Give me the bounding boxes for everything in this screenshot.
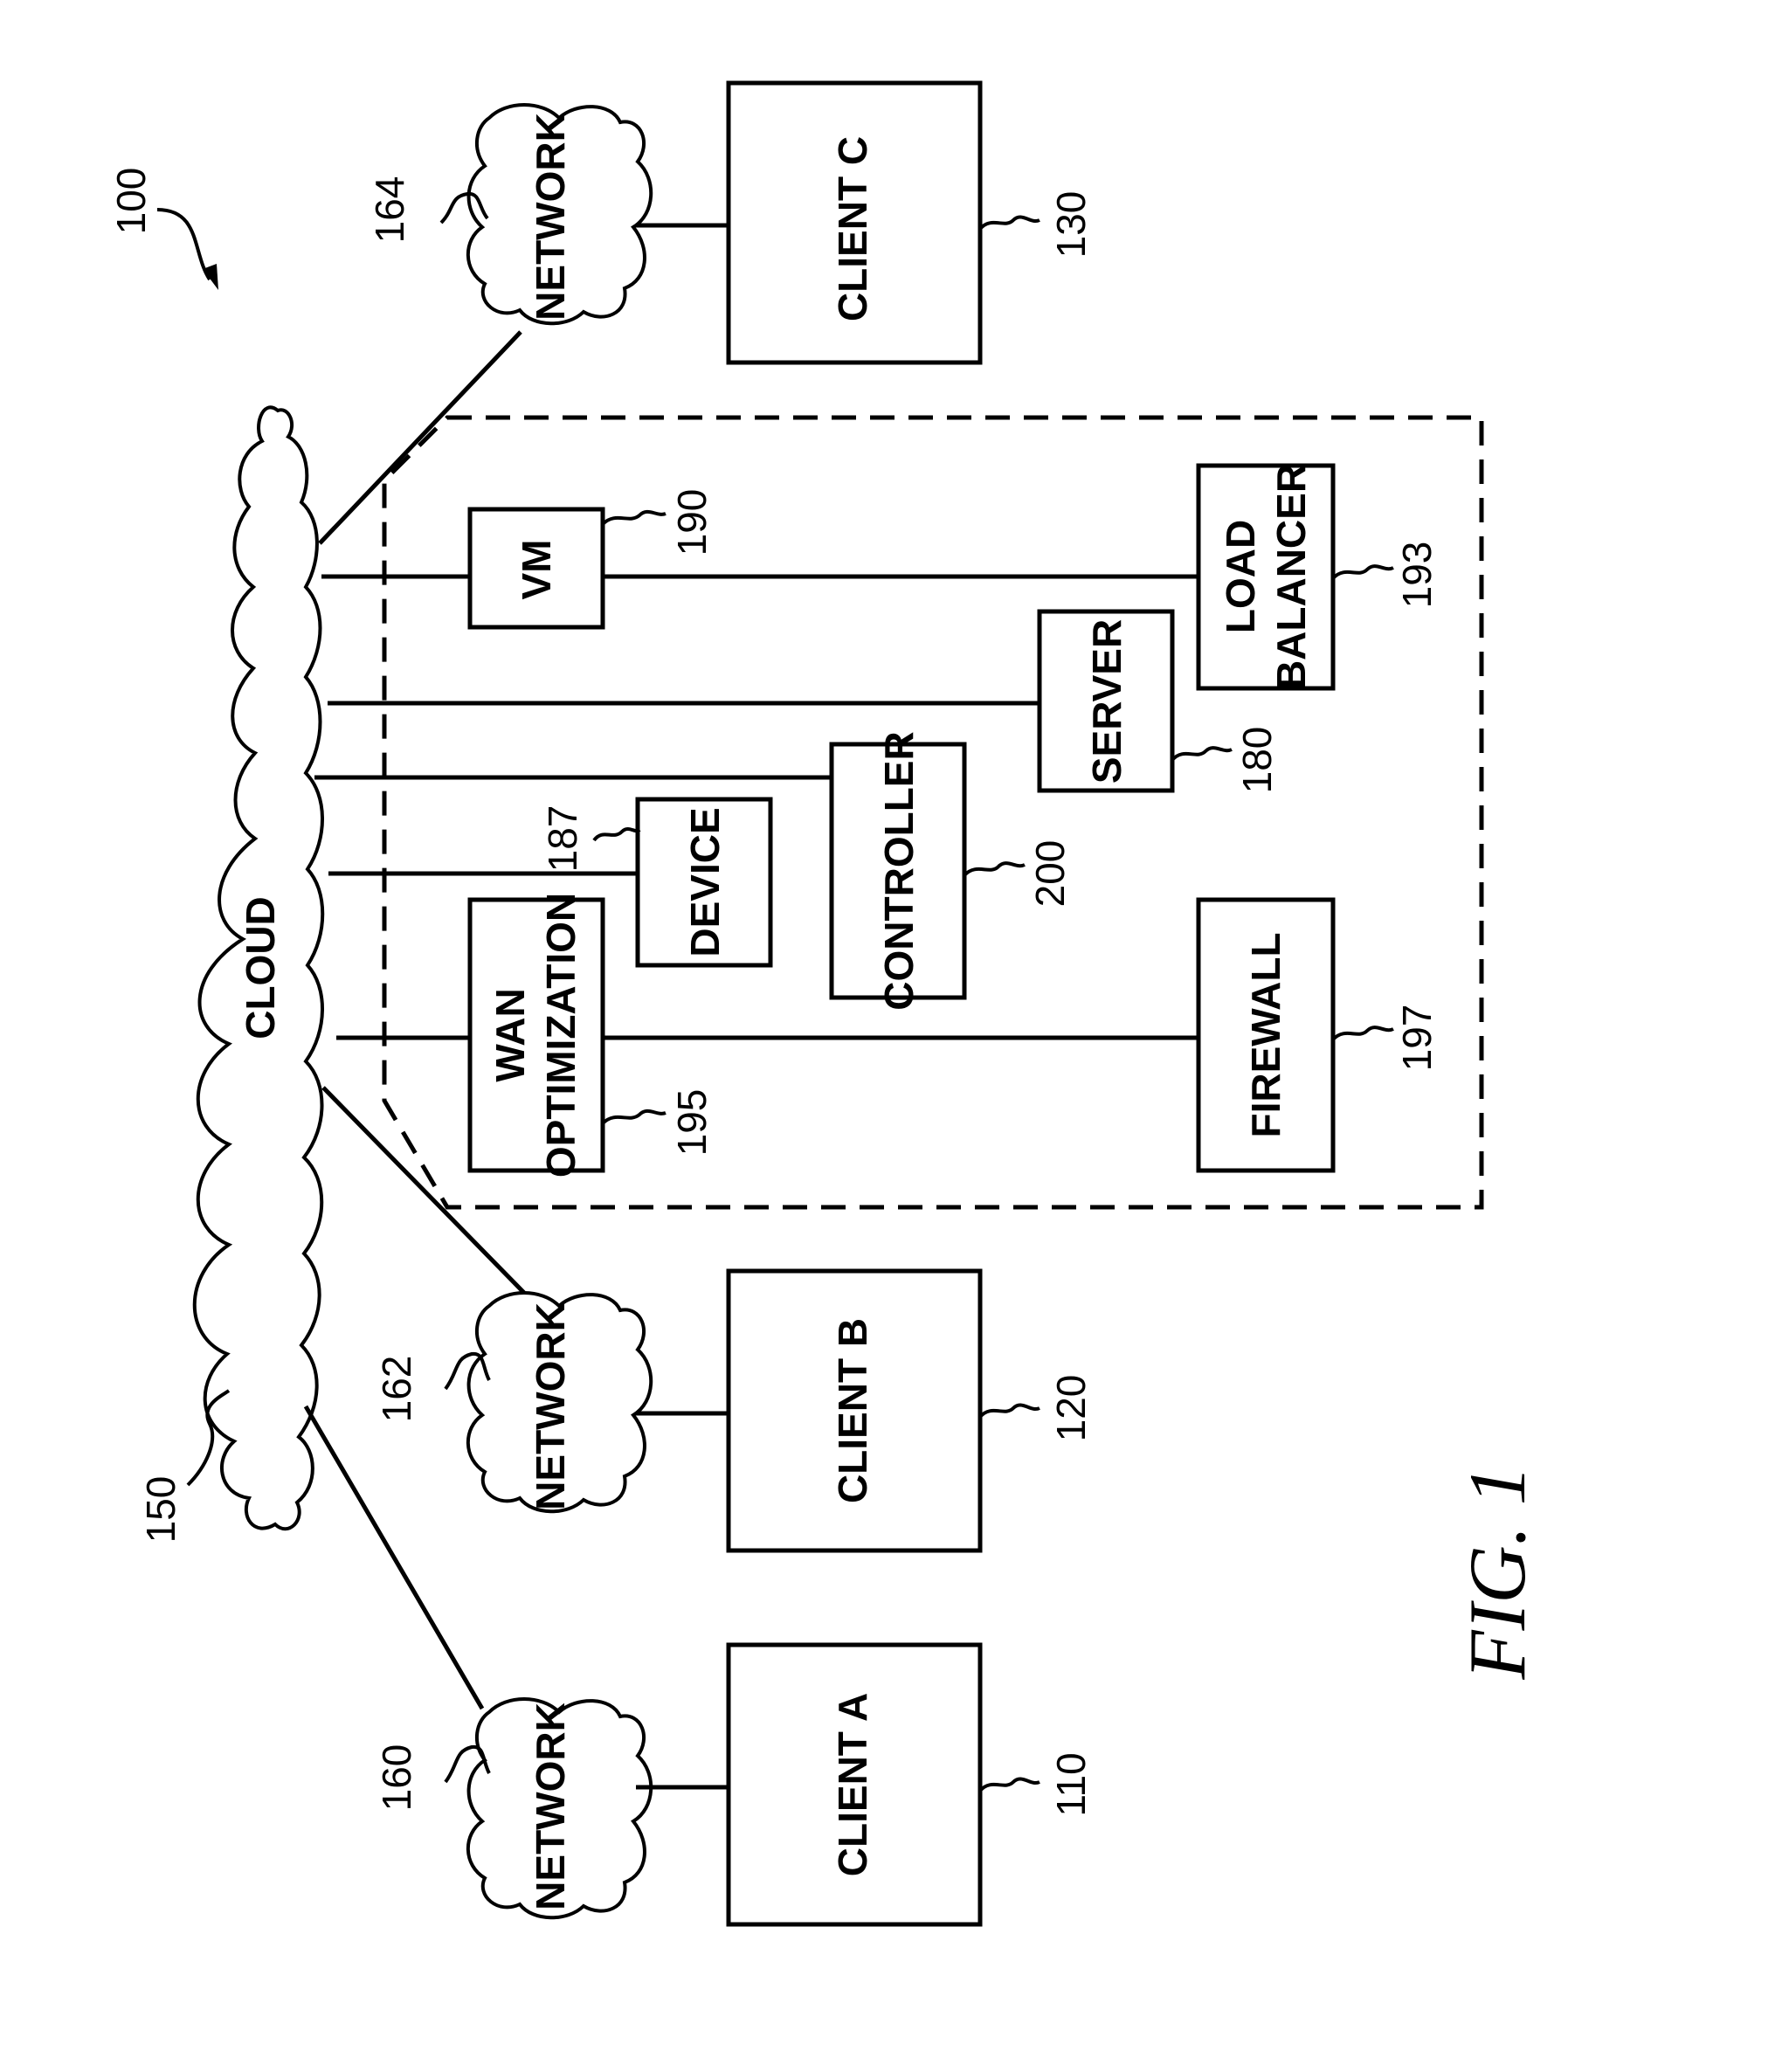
network-164: NETWORK 164 (367, 105, 651, 323)
server-ref-leader (1172, 748, 1232, 760)
vm-label: VM (514, 540, 559, 600)
network-162-ref: 162 (374, 1356, 419, 1423)
firewall-ref-leader (1333, 1027, 1393, 1039)
network-160-ref-leader (446, 1747, 489, 1782)
server-label: SERVER (1084, 619, 1129, 784)
network-164-ref-leader (441, 194, 487, 223)
client-b-label: CLIENT B (830, 1318, 875, 1503)
device-ref-leader (594, 829, 639, 840)
network-160-ref: 160 (374, 1744, 419, 1812)
load-balancer-ref-leader (1333, 566, 1393, 578)
network-162-label: NETWORK (528, 1302, 573, 1510)
client-c-ref-leader (980, 217, 1040, 229)
figure-caption: FIG. 1 (1453, 1465, 1542, 1680)
client-a-ref-leader (980, 1778, 1040, 1791)
load-balancer-label-line1: LOAD (1218, 520, 1263, 633)
load-balancer: LOAD BALANCER 193 (1198, 464, 1440, 689)
system-ref-number: 100 (108, 168, 154, 235)
vm: VM 190 (470, 489, 715, 627)
load-balancer-label-line2: BALANCER (1268, 464, 1314, 689)
system-ref-arrow (157, 210, 210, 280)
server: SERVER 180 (1040, 611, 1280, 793)
cloud-to-network-162-link (323, 1088, 524, 1293)
vm-ref-leader (603, 512, 666, 524)
controller-ref-leader (964, 863, 1025, 875)
wan-optimization-ref: 195 (669, 1089, 715, 1157)
cloud-to-network-164-link (320, 332, 521, 543)
client-c-ref: 130 (1048, 191, 1094, 259)
server-ref: 180 (1234, 727, 1280, 794)
cloud-ref: 150 (138, 1476, 183, 1544)
client-a: CLIENT A 110 (729, 1645, 1094, 1924)
client-b-ref-leader (980, 1405, 1040, 1417)
device-ref: 187 (540, 805, 585, 873)
network-164-label: NETWORK (528, 113, 573, 321)
network-162: NETWORK 162 (374, 1293, 651, 1511)
device-label: DEVICE (682, 807, 728, 957)
network-160-label: NETWORK (528, 1702, 573, 1910)
network-160: NETWORK 160 (374, 1699, 651, 1917)
firewall-label: FIREWALL (1243, 932, 1288, 1137)
wan-optimization-ref-leader (603, 1111, 666, 1123)
vm-ref: 190 (669, 489, 715, 556)
client-b: CLIENT B 120 (729, 1271, 1094, 1551)
firewall-ref: 197 (1394, 1005, 1440, 1072)
client-b-ref: 120 (1048, 1375, 1094, 1442)
client-a-ref: 110 (1048, 1752, 1094, 1816)
cloud: CLOUD 150 (138, 407, 322, 1543)
client-c: CLIENT C 130 (729, 83, 1094, 363)
cloud-label: CLOUD (238, 896, 283, 1039)
firewall: FIREWALL 197 (1198, 900, 1440, 1171)
network-164-ref: 164 (367, 176, 412, 244)
controller: CONTROLLER 200 (832, 731, 1073, 1010)
load-balancer-ref: 193 (1394, 542, 1440, 609)
wan-optimization: WAN OPTIMIZATION 195 (470, 893, 715, 1178)
system-ref: 100 (108, 168, 218, 290)
controller-ref: 200 (1027, 840, 1073, 908)
controller-label: CONTROLLER (876, 731, 922, 1010)
cloud-to-network-160-link (306, 1406, 482, 1709)
client-c-label: CLIENT C (830, 136, 875, 321)
wan-optimization-label-line2: OPTIMIZATION (538, 893, 584, 1178)
wan-optimization-label-line1: WAN (487, 988, 533, 1081)
client-a-label: CLIENT A (830, 1693, 875, 1876)
